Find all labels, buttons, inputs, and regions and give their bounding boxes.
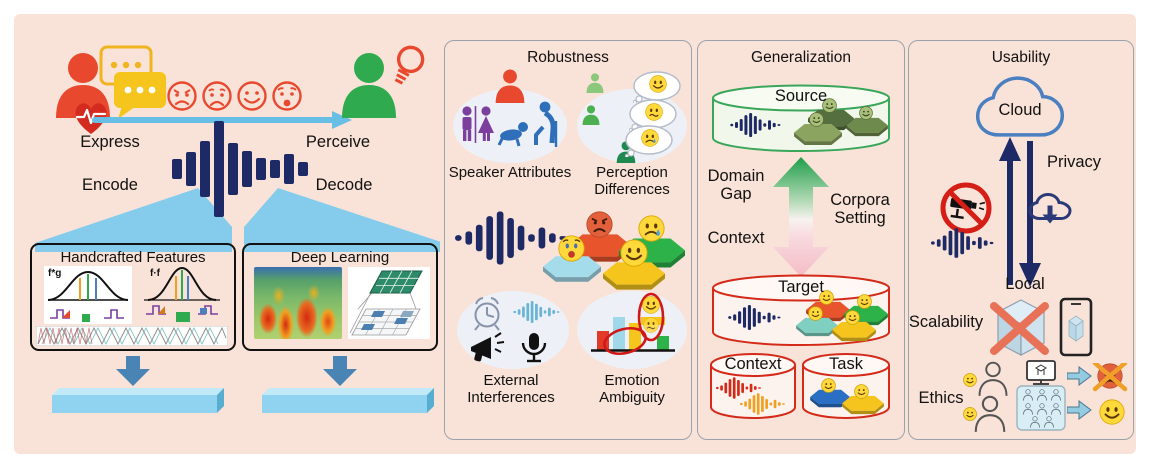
convolution-plot-a: [44, 266, 132, 324]
deep-learning-title: Deep Learning: [290, 249, 390, 266]
conv-label-a: f*g: [48, 268, 62, 279]
handcrafted-features-box: Handcrafted Features: [30, 243, 236, 351]
source-database-icon: [712, 84, 890, 152]
decode-label: Decode: [315, 176, 373, 194]
crossed-cube-icon: [990, 299, 1049, 356]
scalability-label: Scalability: [908, 313, 984, 331]
perception-differences-label: Perception Differences: [594, 164, 670, 198]
task-database-icon: [802, 353, 890, 419]
perception-differences-icons: [582, 71, 681, 163]
generalization-title: Generalization: [751, 49, 851, 66]
ethics-label: Ethics: [918, 389, 964, 407]
emotion-ambiguity-label: Emotion Ambiguity: [599, 372, 665, 406]
crowd-server-icons: [1016, 360, 1066, 431]
deep-learning-box: Deep Learning: [242, 243, 438, 351]
local-label: Local: [1005, 275, 1045, 293]
context-database-icon: [710, 353, 796, 419]
handcrafted-features-title: Handcrafted Features: [60, 249, 206, 266]
ethics-outcome-icons: [1067, 363, 1128, 425]
speech-waveform-main: [172, 121, 308, 217]
heart-pulse-icon: [75, 103, 107, 134]
convolution-plot-b: [144, 266, 220, 322]
source-label: Source: [774, 87, 828, 105]
lightbulb-icon: [394, 45, 425, 85]
usability-waveform: [931, 228, 994, 258]
cloud-label: Cloud: [998, 101, 1042, 119]
generalization-panel: Generalization Source: [697, 40, 905, 440]
conv-label-b: f·f: [150, 268, 160, 279]
speech-bubble-filled-icon: [114, 72, 166, 119]
task-db-label: Task: [829, 355, 863, 373]
filterbank-strip: [36, 326, 228, 346]
express-perceive-arrow: [92, 111, 352, 129]
cloud-icon: [975, 76, 1065, 137]
cnn-diagram: [348, 267, 430, 339]
robustness-title: Robustness: [527, 49, 609, 66]
emoji-surprised-outline-icon: [272, 81, 302, 111]
privacy-label: Privacy: [1046, 153, 1102, 171]
domain-gap-label: Domain Gap: [707, 167, 765, 204]
context-side-label: Context: [707, 229, 765, 247]
encode-label: Encode: [82, 176, 138, 194]
usability-title: Usability: [991, 49, 1051, 66]
emotion-ambiguity-icons: [591, 292, 675, 356]
corpora-setting-label: Corpora Setting: [830, 191, 890, 228]
spectrogram-image: [254, 267, 342, 339]
cloud-local-arrows: [999, 137, 1041, 287]
emoji-angry-outline-icon: [167, 81, 197, 111]
external-interferences-label: External Interferences: [467, 372, 555, 406]
context-db-label: Context: [724, 355, 782, 373]
speaker-attributes-label: Speaker Attributes: [448, 164, 572, 181]
listener-person-icon: [342, 53, 396, 118]
no-surveillance-icon: [940, 182, 992, 234]
smartphone-icon: [1059, 297, 1093, 357]
ethics-users-icons: [963, 361, 1008, 433]
down-arrow-left: [116, 356, 150, 386]
perceive-label: Perceive: [305, 133, 371, 151]
emoji-happy-outline-icon: [237, 81, 267, 111]
down-arrow-right: [323, 356, 357, 386]
robustness-panel: Robustness Speaker: [444, 40, 692, 440]
usability-panel: Usability Cloud Privacy: [908, 40, 1134, 440]
feature-vector-bar-left: [52, 388, 224, 413]
target-label: Target: [778, 278, 824, 296]
domain-gap-arrow: [773, 157, 829, 277]
encode-decode-funnels: [35, 188, 440, 252]
cloud-download-icon: [1028, 192, 1072, 224]
feature-vector-bar-right: [262, 388, 434, 413]
emotion-platforms: [543, 211, 685, 290]
external-interferences-icons: [471, 297, 560, 363]
target-database-icon: [712, 274, 890, 346]
express-label: Express: [80, 133, 140, 151]
emoji-sad-outline-icon: [202, 81, 232, 111]
speaker-attributes-icons: [462, 69, 558, 147]
